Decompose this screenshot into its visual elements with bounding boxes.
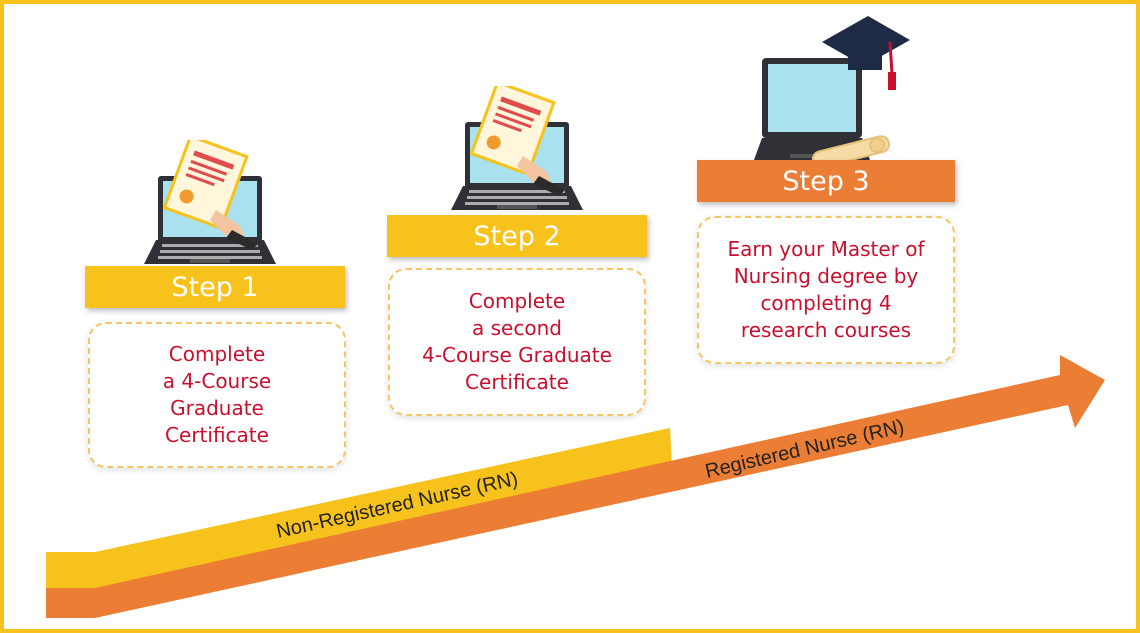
yellow-track (46, 428, 672, 590)
step-3-label: Step 3 (782, 165, 870, 197)
step-3-banner: Step 3 (697, 160, 955, 202)
step-2-description: Complete a second 4-Course Graduate Cert… (422, 289, 612, 394)
laptop-graduation-cap-icon (754, 16, 910, 169)
step-2-label: Step 2 (473, 220, 561, 252)
step-1-banner: Step 1 (85, 266, 345, 308)
laptop-certificate-icon (451, 86, 583, 210)
laptop-certificate-icon (144, 140, 276, 264)
step-2-card: Complete a second 4-Course Graduate Cert… (388, 268, 646, 416)
step-1-description: Complete a 4-Course Graduate Certificate (162, 342, 272, 447)
step-1-card: Complete a 4-Course Graduate Certificate (88, 322, 346, 468)
orange-arrow (46, 355, 1105, 618)
step-3-card: Earn your Master of Nursing degree by co… (697, 216, 955, 364)
step-1-label: Step 1 (171, 271, 259, 303)
step-2-banner: Step 2 (387, 215, 647, 257)
step-3-description: Earn your Master of Nursing degree by co… (727, 237, 925, 342)
